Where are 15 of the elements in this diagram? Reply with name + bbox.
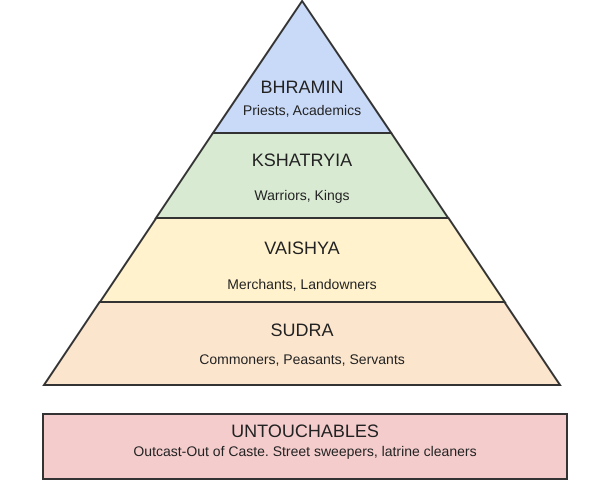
tier-description: Outcast-Out of Caste. Street sweepers, latrine cleaners: [133, 443, 477, 459]
tier-description: Merchants, Landowners: [227, 276, 377, 292]
tier-description: Commoners, Peasants, Servants: [199, 351, 405, 367]
tier-title: VAISHYA: [264, 238, 340, 259]
pyramid-tier: [156, 133, 448, 218]
tier-title: SUDRA: [270, 320, 334, 341]
tier-title: UNTOUCHABLES: [231, 421, 379, 442]
pyramid-tier: [44, 302, 560, 385]
pyramid-tier: [100, 218, 504, 302]
tier-title: KSHATRYIA: [252, 150, 352, 171]
tier-description: Priests, Academics: [242, 102, 362, 118]
tier-box: [42, 413, 568, 480]
pyramid-apex: [212, 0, 392, 133]
tier-description: Warriors, Kings: [254, 187, 350, 203]
tier-title: BHRAMIN: [260, 77, 344, 98]
